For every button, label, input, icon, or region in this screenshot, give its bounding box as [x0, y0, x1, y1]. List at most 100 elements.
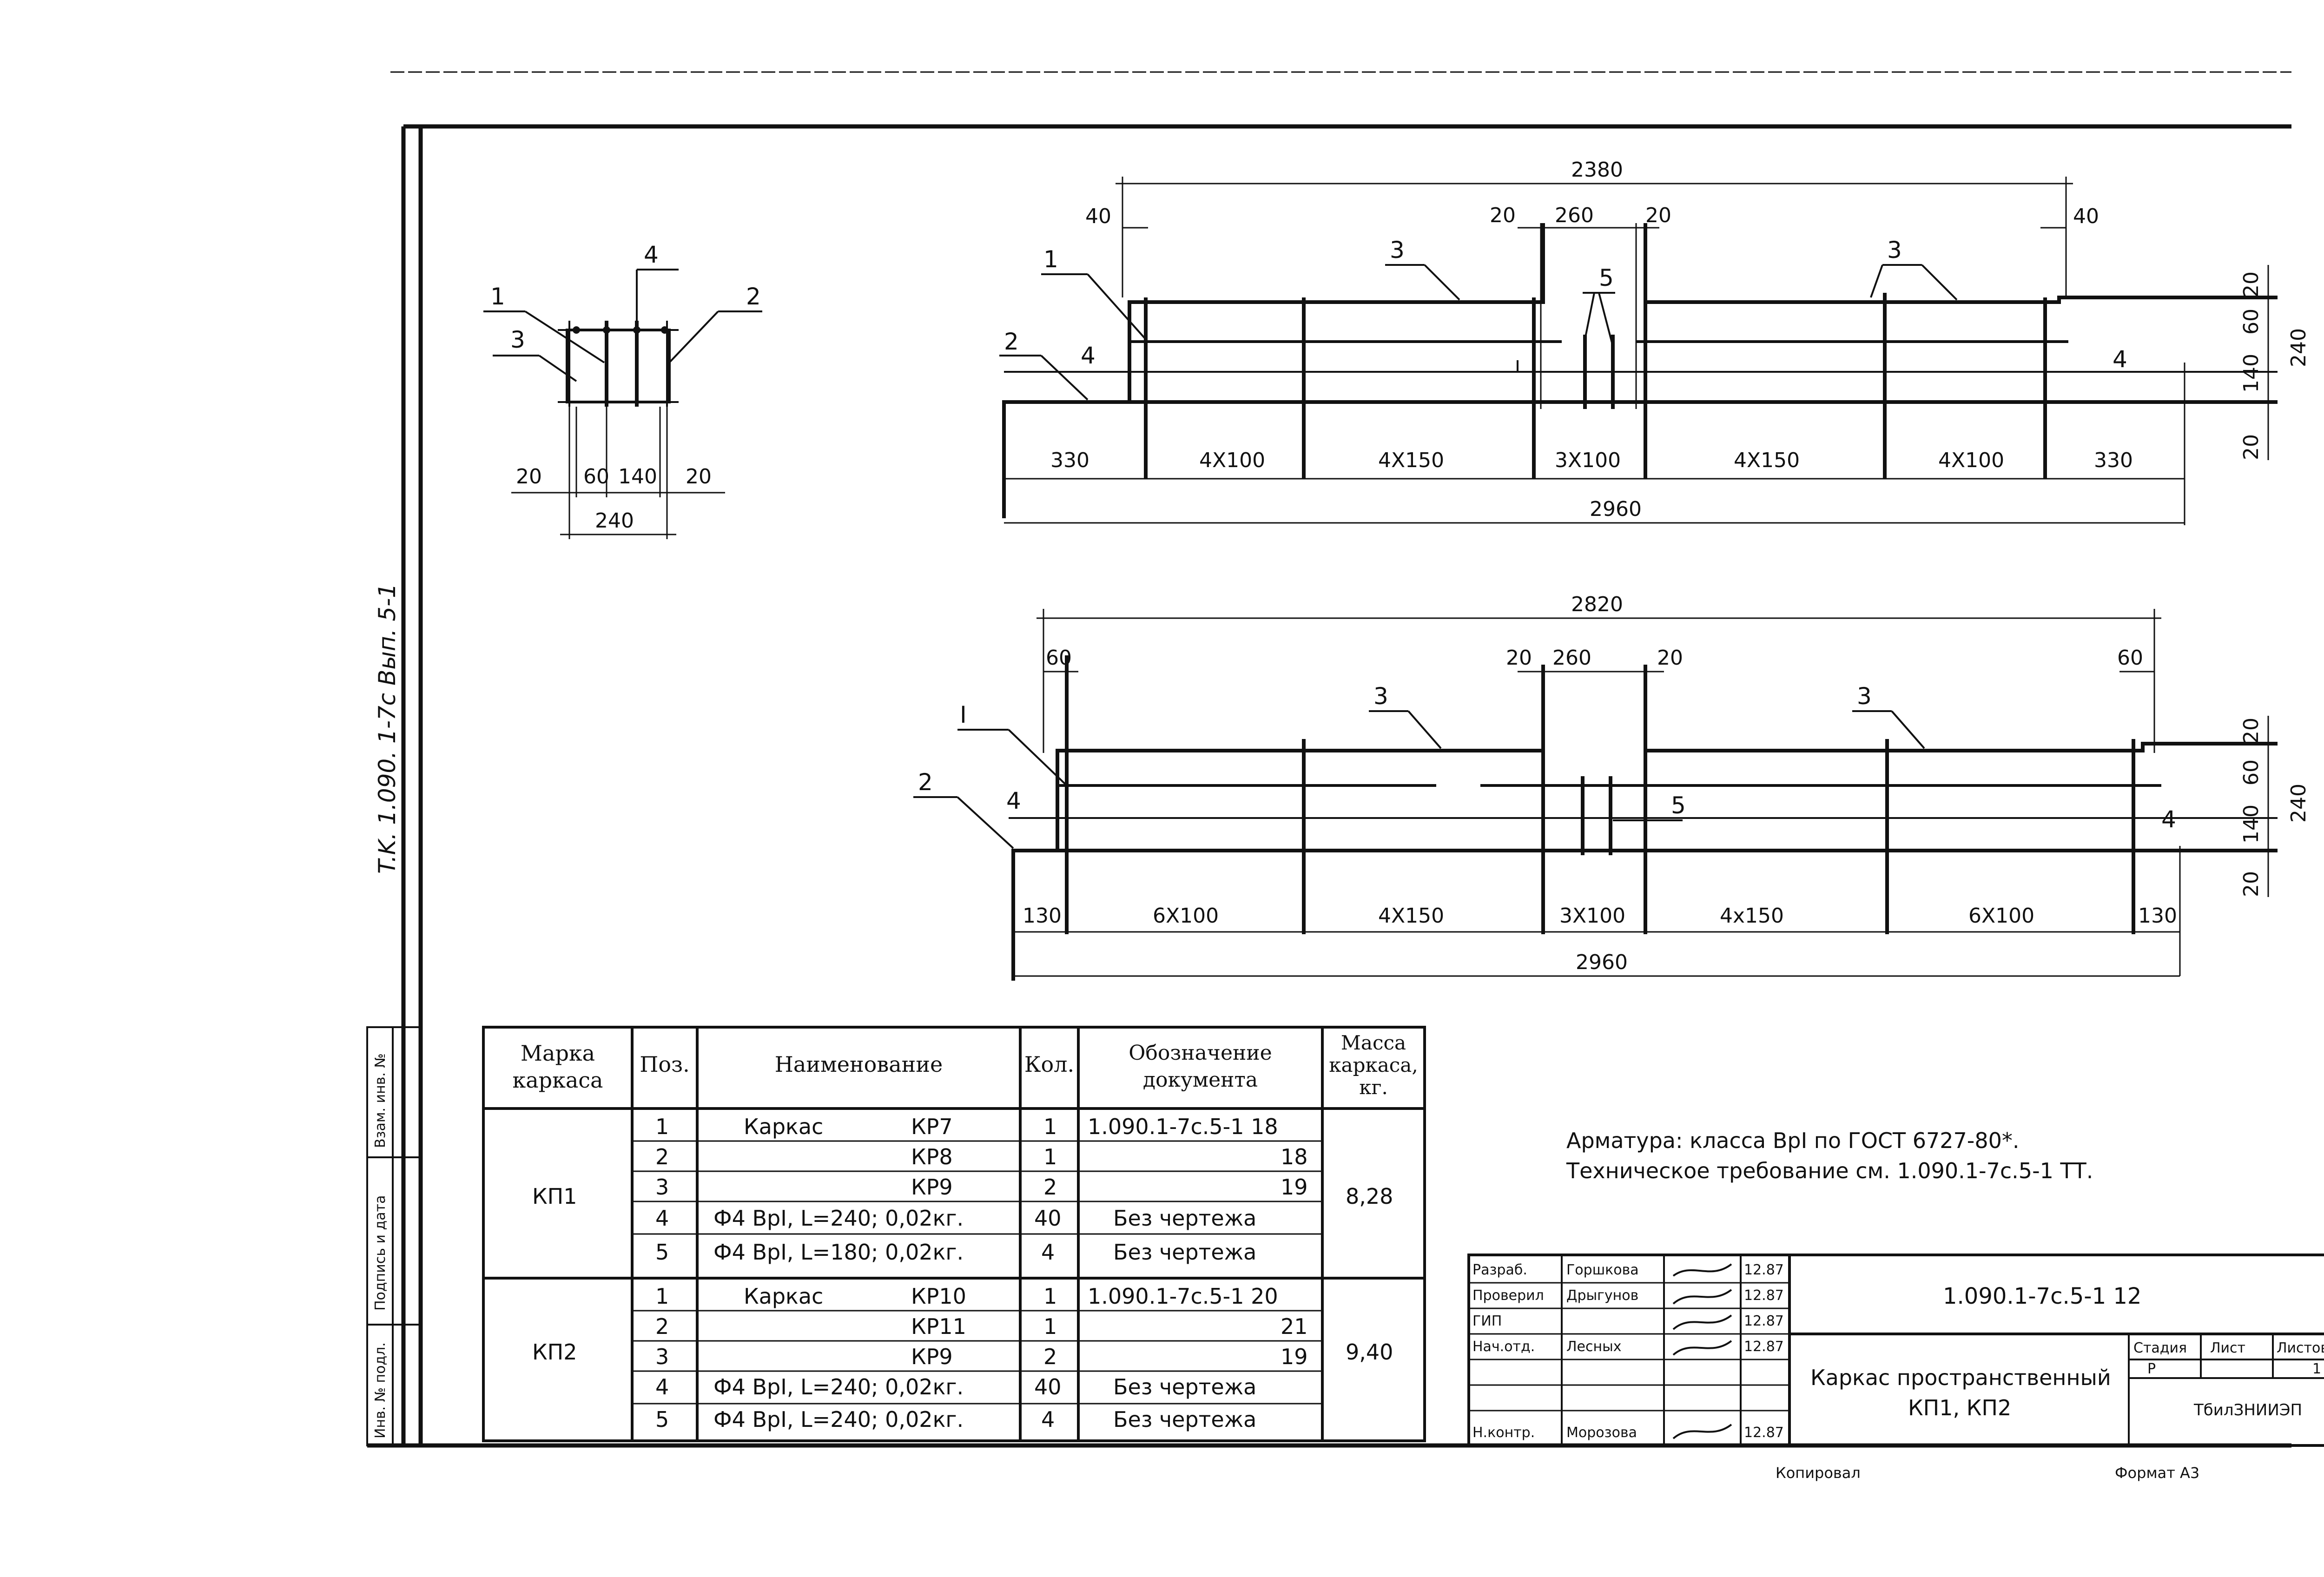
- tb-item-marks: КП1, КП2: [1908, 1395, 2011, 1420]
- tb-role-2: Проверил: [1472, 1287, 1544, 1304]
- frame1-bottom-total: 2960: [1590, 497, 1642, 521]
- frame1-gap-left: 20: [1490, 204, 1516, 227]
- frame2-gap-left: 20: [1506, 646, 1532, 670]
- cell-doc: Без чертежа: [1113, 1206, 1256, 1231]
- header-name: Наименование: [774, 1052, 943, 1077]
- frame2-right-dim-60: 60: [2239, 759, 2263, 785]
- frame2-top-total: 2820: [1571, 593, 1623, 616]
- frame1-top-rail-left: [1128, 223, 1545, 402]
- frame2-seg-2: 6X100: [1153, 904, 1219, 928]
- leader: [1598, 292, 1614, 347]
- tb-sheets-label: Листов: [2277, 1340, 2324, 1356]
- frame2-gap: 260: [1552, 646, 1591, 670]
- group1-row-5: 5 Ф4 ВрI, L=180; 0,02кг. 4 Без чертежа: [655, 1240, 1256, 1265]
- cell-qty: 1: [1043, 1144, 1057, 1169]
- cell-qty: 4: [1041, 1240, 1055, 1265]
- leader-1: [524, 310, 605, 363]
- tb-org: ТбилЗНИИЭП: [2193, 1401, 2302, 1419]
- section-pos-3: 3: [510, 326, 525, 353]
- frame2-gap-right: 20: [1657, 646, 1683, 670]
- frame1-right-dim-140: 140: [2239, 354, 2263, 393]
- frame1-right-dim-60: 60: [2239, 309, 2263, 335]
- leader: [1087, 273, 1147, 340]
- title-block: Разраб. Проверил ГИП Нач.отд. Н.контр. Г…: [1467, 1254, 2324, 1447]
- cell-pos: 5: [655, 1240, 669, 1265]
- signature-4: [1672, 1340, 1732, 1356]
- cell-pos: 5: [655, 1407, 669, 1432]
- header-qty-cell: Кол.: [1024, 1052, 1074, 1077]
- left-strip-label-replaced-inv: Взам. инв. №: [372, 1053, 389, 1148]
- cell-doc: 19: [1281, 1344, 1308, 1369]
- cell-doc: 18: [1281, 1144, 1308, 1169]
- tb-name-4: Лесных: [1566, 1339, 1622, 1355]
- cell-item: КР11: [911, 1314, 966, 1339]
- group1-row-4: 4 Ф4 ВрI, L=240; 0,02кг. 40 Без чертежа: [655, 1206, 1256, 1231]
- frame2-seg-1: 130: [1023, 904, 1062, 928]
- group2-row-4: 4 Ф4 ВрI, L=240; 0,02кг. 40 Без чертежа: [655, 1374, 1256, 1399]
- header-mark: Марка каркаса: [512, 1041, 603, 1093]
- signature-3: [1672, 1314, 1732, 1330]
- cell-doc: 1.090.1-7с.5-1 18: [1088, 1114, 1278, 1139]
- frame2-pos-2: 2: [918, 769, 933, 796]
- cell-name: Ф4 ВрI, L=240; 0,02кг.: [713, 1407, 964, 1432]
- tb-date-3: 12.87: [1744, 1313, 1784, 1329]
- frame2-view: 2820 60 60 20 260 20 I 2 4 3: [913, 593, 2311, 981]
- cell-pos: 3: [655, 1175, 669, 1200]
- tb-item-title: Каркас пространственный: [1810, 1365, 2111, 1390]
- cell-item: КР9: [911, 1175, 953, 1200]
- frame1-pos-4b: 4: [2113, 346, 2127, 373]
- frame2-pos-3a: 3: [1373, 683, 1388, 710]
- frame1-right-dim-20a: 20: [2239, 271, 2263, 297]
- frame2-seg-5: 4x150: [1720, 904, 1784, 928]
- group1-mass: 8,28: [1346, 1184, 1393, 1209]
- frame1-right-total: 240: [2287, 328, 2311, 367]
- signature-1: [1672, 1263, 1732, 1277]
- frame2-right-dim-20a: 20: [2239, 718, 2263, 744]
- frame1-seg-4: 3X100: [1555, 449, 1621, 472]
- frame1-pos-2: 2: [1004, 328, 1019, 355]
- title-block-frame: [1467, 1254, 2324, 1447]
- section-pos-1: 1: [490, 283, 505, 310]
- section-pos-2: 2: [746, 283, 761, 310]
- frame2-pos-4a: 4: [1006, 787, 1021, 814]
- leader: [957, 796, 1014, 849]
- tb-stage-label: Стадия: [2133, 1340, 2187, 1356]
- signature-2: [1672, 1289, 1732, 1305]
- cell-pos: 1: [655, 1114, 669, 1139]
- section-outline: [566, 329, 671, 403]
- tb-name-1: Горшкова: [1566, 1262, 1639, 1278]
- left-strip-frame: [366, 1026, 422, 1446]
- section-dim-total: 240: [595, 509, 634, 533]
- leader: [1407, 710, 1442, 749]
- leader-2: [668, 310, 719, 363]
- frame2-top-rail-right: [1644, 665, 2278, 752]
- leader: [1040, 355, 1089, 401]
- tb-stage: Р: [2147, 1361, 2156, 1377]
- tb-date-4: 12.87: [1744, 1339, 1784, 1355]
- tb-role-3: ГИП: [1472, 1313, 1502, 1329]
- frame2-pos-4b: 4: [2161, 806, 2176, 833]
- group2-row-5: 5 Ф4 ВрI, L=240; 0,02кг. 4 Без чертежа: [655, 1407, 1256, 1432]
- cell-name: Ф4 ВрI, L=240; 0,02кг.: [713, 1206, 964, 1231]
- cell-qty: 40: [1034, 1374, 1062, 1399]
- frame1-seg-7: 330: [2094, 449, 2133, 472]
- left-strip-label-inv-original: Инв. № подл.: [372, 1342, 389, 1438]
- frame1-pos-5: 5: [1599, 264, 1614, 291]
- frame1-seg-1: 330: [1050, 449, 1089, 472]
- tb-sheet-label: Лист: [2210, 1340, 2245, 1356]
- tb-row-lines: [1469, 1282, 1789, 1412]
- cell-name: Ф4 ВрI, L=240; 0,02кг.: [713, 1374, 964, 1399]
- cell-doc: Без чертежа: [1113, 1374, 1256, 1399]
- cell-qty: 1: [1043, 1284, 1057, 1309]
- frame2-seg-4: 3X100: [1559, 904, 1625, 928]
- cell-item: КР8: [911, 1144, 953, 1169]
- section-dim-20b: 20: [686, 465, 712, 488]
- group2-mass: 9,40: [1346, 1339, 1393, 1365]
- group1-row-1: 1 Каркас КР7 1 1.090.1-7с.5-1 18: [655, 1114, 1278, 1139]
- header-doc-cell: Обозначение документа: [1129, 1041, 1272, 1092]
- header-doc: Обозначение документа: [1129, 1041, 1272, 1092]
- frame2-pos-1: I: [960, 701, 967, 728]
- cell-name: Ф4 ВрI, L=180; 0,02кг.: [713, 1240, 964, 1265]
- note-reinforcement: Арматура: класса ВрI по ГОСТ 6727-80*.: [1566, 1128, 2020, 1153]
